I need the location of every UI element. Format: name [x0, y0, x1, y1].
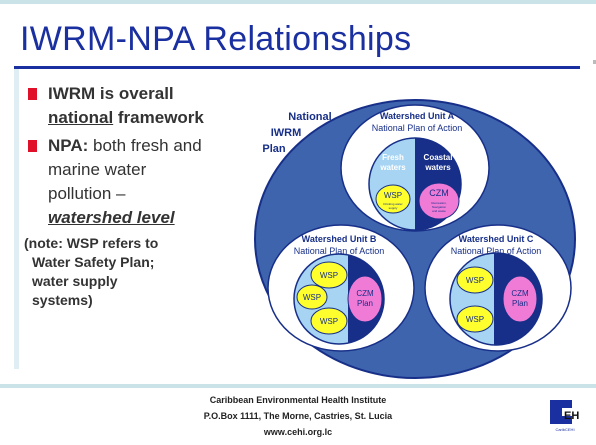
wsp-label: WSP [384, 191, 402, 200]
wsp-label: WSP [303, 293, 321, 302]
note-line: systems) [32, 292, 93, 308]
cehi-logo: EH CaribCEHI [550, 400, 579, 432]
bullet-iwrm: IWRM is overall national framework [24, 82, 246, 130]
nav-marker [593, 60, 596, 64]
slide-title: IWRM-NPA Relationships [20, 20, 412, 58]
bullet-square-icon [28, 88, 37, 100]
unit-c-inner-circle [449, 252, 543, 346]
left-accent-bar [14, 69, 19, 369]
footer: Caribbean Environmental Health Institute… [0, 392, 596, 440]
bullet-text: framework [113, 108, 204, 127]
footer-address: P.O.Box 1111, The Morne, Castries, St. L… [203, 411, 393, 421]
footer-website: www.cehi.org.lc [263, 427, 333, 437]
coastal-label: Coastal [424, 153, 453, 162]
wsp-label: WSP [320, 317, 338, 326]
unit-c-title: Watershed Unit C [459, 234, 534, 244]
wsp-label: WSP [466, 315, 484, 324]
czm-note: Navigation [432, 205, 447, 209]
coastal-label: waters [424, 163, 451, 172]
outer-label: National [288, 111, 331, 123]
wsp-bubble [296, 284, 328, 310]
unit-c-subtitle: National Plan of Action [451, 246, 542, 256]
note-line: Water Safety Plan; [32, 254, 155, 270]
footer-org: Caribbean Environmental Health Institute [209, 395, 387, 405]
unit-a-subtitle: National Plan of Action [372, 123, 463, 133]
bullet-text: both fresh and [88, 136, 202, 155]
wsp-label: WSP [320, 271, 338, 280]
emphasis-watershed-level: watershed level [48, 208, 175, 227]
czm-note: Recreation, [431, 201, 447, 205]
fresh-label: Fresh [382, 153, 404, 162]
bullet-list: IWRM is overall national framework NPA: … [24, 82, 246, 310]
bullet-square-icon [28, 140, 37, 152]
czm-label: CZM [429, 188, 449, 198]
logo-small-text: CaribCEHI [555, 427, 574, 432]
note-line: (note: WSP refers to [24, 235, 159, 251]
outer-label: Plan [262, 143, 286, 155]
czm-plan-bubble [347, 275, 383, 323]
npa-label: NPA: [48, 136, 89, 155]
wsp-note: supply [389, 206, 398, 210]
bullet-text: marine water [48, 160, 147, 179]
unit-b-title: Watershed Unit B [302, 234, 377, 244]
wsp-bubble [310, 261, 348, 289]
fresh-label: waters [379, 163, 406, 172]
czm-plan-label: Plan [512, 299, 528, 308]
czm-plan-label: CZM [511, 289, 529, 298]
czm-note: and waste [432, 209, 446, 213]
czm-plan-bubble [502, 275, 538, 323]
czm-plan-label: Plan [357, 299, 373, 308]
iwrm-npa-diagram: National IWRM Plan Watershed Unit A Nati… [254, 99, 576, 379]
bullet-text: IWRM is overall [48, 84, 174, 103]
bullet-text: pollution – [48, 184, 126, 203]
unit-a-title: Watershed Unit A [380, 111, 455, 121]
czm-plan-label: CZM [356, 289, 374, 298]
emphasis-national: national [48, 108, 114, 127]
title-rule [14, 66, 580, 69]
wsp-drinking-water [375, 184, 411, 214]
wsp-note: Drinking water [383, 202, 402, 206]
wsp-label: WSP [466, 276, 484, 285]
unit-b-inner-circle [293, 253, 385, 345]
logo-text: EH [564, 410, 579, 422]
czm-coastal [418, 182, 460, 220]
note-line: water supply [32, 273, 118, 289]
bullet-npa: NPA: both fresh and marine water polluti… [24, 134, 246, 230]
footer-rule [0, 384, 596, 388]
outer-label: IWRM [271, 127, 302, 139]
unit-b-subtitle: National Plan of Action [294, 246, 385, 256]
wsp-bubble [456, 305, 494, 333]
wsp-bubble [456, 266, 494, 294]
note: (note: WSP refers to Water Safety Plan; … [24, 234, 246, 310]
top-strip [0, 0, 596, 4]
wsp-bubble [310, 307, 348, 335]
